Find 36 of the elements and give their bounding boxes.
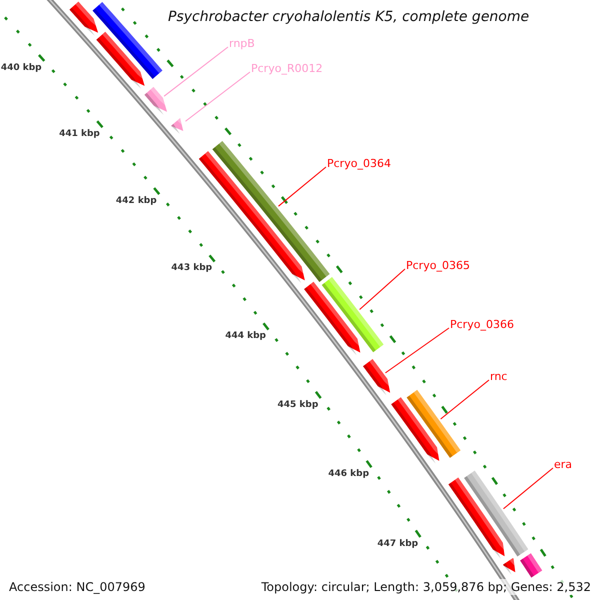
tick-label: 445 kbp [278,400,318,411]
tick-label: 441 kbp [59,129,100,140]
gene-feature [448,478,508,559]
gene-feature [212,140,330,282]
tick-label: 443 kbp [171,263,212,274]
gene-label: Pcryo_0366 [450,318,514,331]
gene-label: era [554,458,572,471]
genome-summary-text: Topology: circular; Length: 3,059,876 bp; Genes: 2,532 [261,579,591,595]
leader-line [384,328,450,374]
tick-label: 442 kbp [116,196,157,208]
tick-label: 447 kbp [377,538,418,550]
accession-text: Accession: NC_007969 [9,579,146,595]
tick-label: 440 kbp [0,62,42,74]
gene-label: Pcryo_R0012 [251,62,323,75]
gene-feature [362,359,394,396]
gene-label: rnpB [229,37,255,50]
leader-line [440,380,490,420]
gene-feature [464,470,528,556]
title: Psychrobacter cryohalolentis K5, complete genome [166,8,532,26]
leader-line [278,166,326,207]
gene-label: Pcryo_0365 [406,259,470,272]
leader-line [185,72,250,122]
tick-label: 444 kbp [225,331,266,342]
gene-feature [69,2,102,36]
gene-feature [520,553,542,578]
tick-label: 446 kbp [328,469,370,480]
gene-feature [92,2,162,79]
gene-label: Pcryo_0364 [327,157,391,170]
leader-line [164,46,228,97]
gene-feature [171,118,186,134]
gene-feature [406,390,461,458]
leader-line [502,468,554,510]
gene-feature [322,276,384,352]
gene-feature [304,282,364,356]
gene-feature [96,32,148,89]
gene-label: rnc [490,370,508,383]
